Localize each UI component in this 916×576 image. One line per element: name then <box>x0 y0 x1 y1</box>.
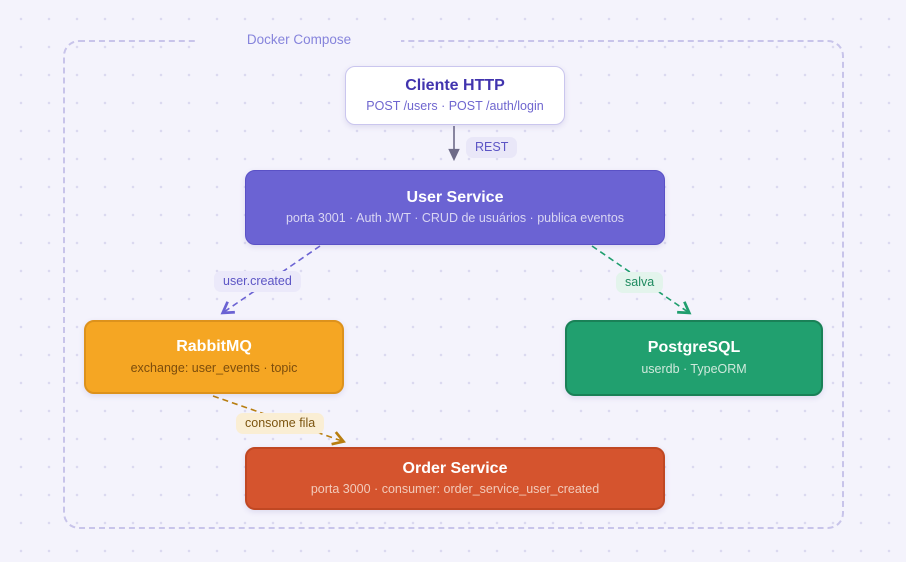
node-user-service-title: User Service <box>406 188 504 206</box>
node-cliente-http-title: Cliente HTTP <box>405 76 505 94</box>
diagram-canvas: Docker Compose REST user.created salva c… <box>0 0 906 562</box>
node-rabbitmq-subtitle: exchange: user_events · topic <box>130 360 298 375</box>
edges-layer <box>212 126 692 446</box>
node-postgresql-title: PostgreSQL <box>647 339 741 357</box>
edge-label-salva: salva <box>616 272 664 293</box>
node-cliente-http: Cliente HTTP POST /users · POST /auth/lo… <box>345 66 565 125</box>
docker-compose-label: Docker Compose <box>197 30 401 50</box>
node-rabbitmq: RabbitMQ exchange: user_events · topic <box>84 320 344 394</box>
node-cliente-http-subtitle: POST /users · POST /auth/login <box>366 99 544 114</box>
edge-label-consome-fila: consome fila <box>236 413 325 434</box>
node-user-service-subtitle: porta 3001 · Auth JWT · CRUD de usuários… <box>285 211 625 226</box>
node-postgresql-subtitle: userdb · TypeORM <box>641 361 747 376</box>
node-postgresql: PostgreSQL userdb · TypeORM <box>565 320 823 396</box>
docker-compose-container <box>63 40 844 529</box>
node-order-service-title: Order Service <box>402 459 508 477</box>
node-order-service-subtitle: porta 3000 · consumer: order_service_use… <box>310 482 600 497</box>
edge-consome-fila-arrow <box>212 395 346 446</box>
node-user-service: User Service porta 3001 · Auth JWT · CRU… <box>245 170 665 245</box>
node-order-service: Order Service porta 3000 · consumer: ord… <box>245 447 665 510</box>
edge-label-user-created: user.created <box>214 271 301 292</box>
node-rabbitmq-title: RabbitMQ <box>176 338 252 356</box>
edge-label-rest: REST <box>466 137 518 158</box>
